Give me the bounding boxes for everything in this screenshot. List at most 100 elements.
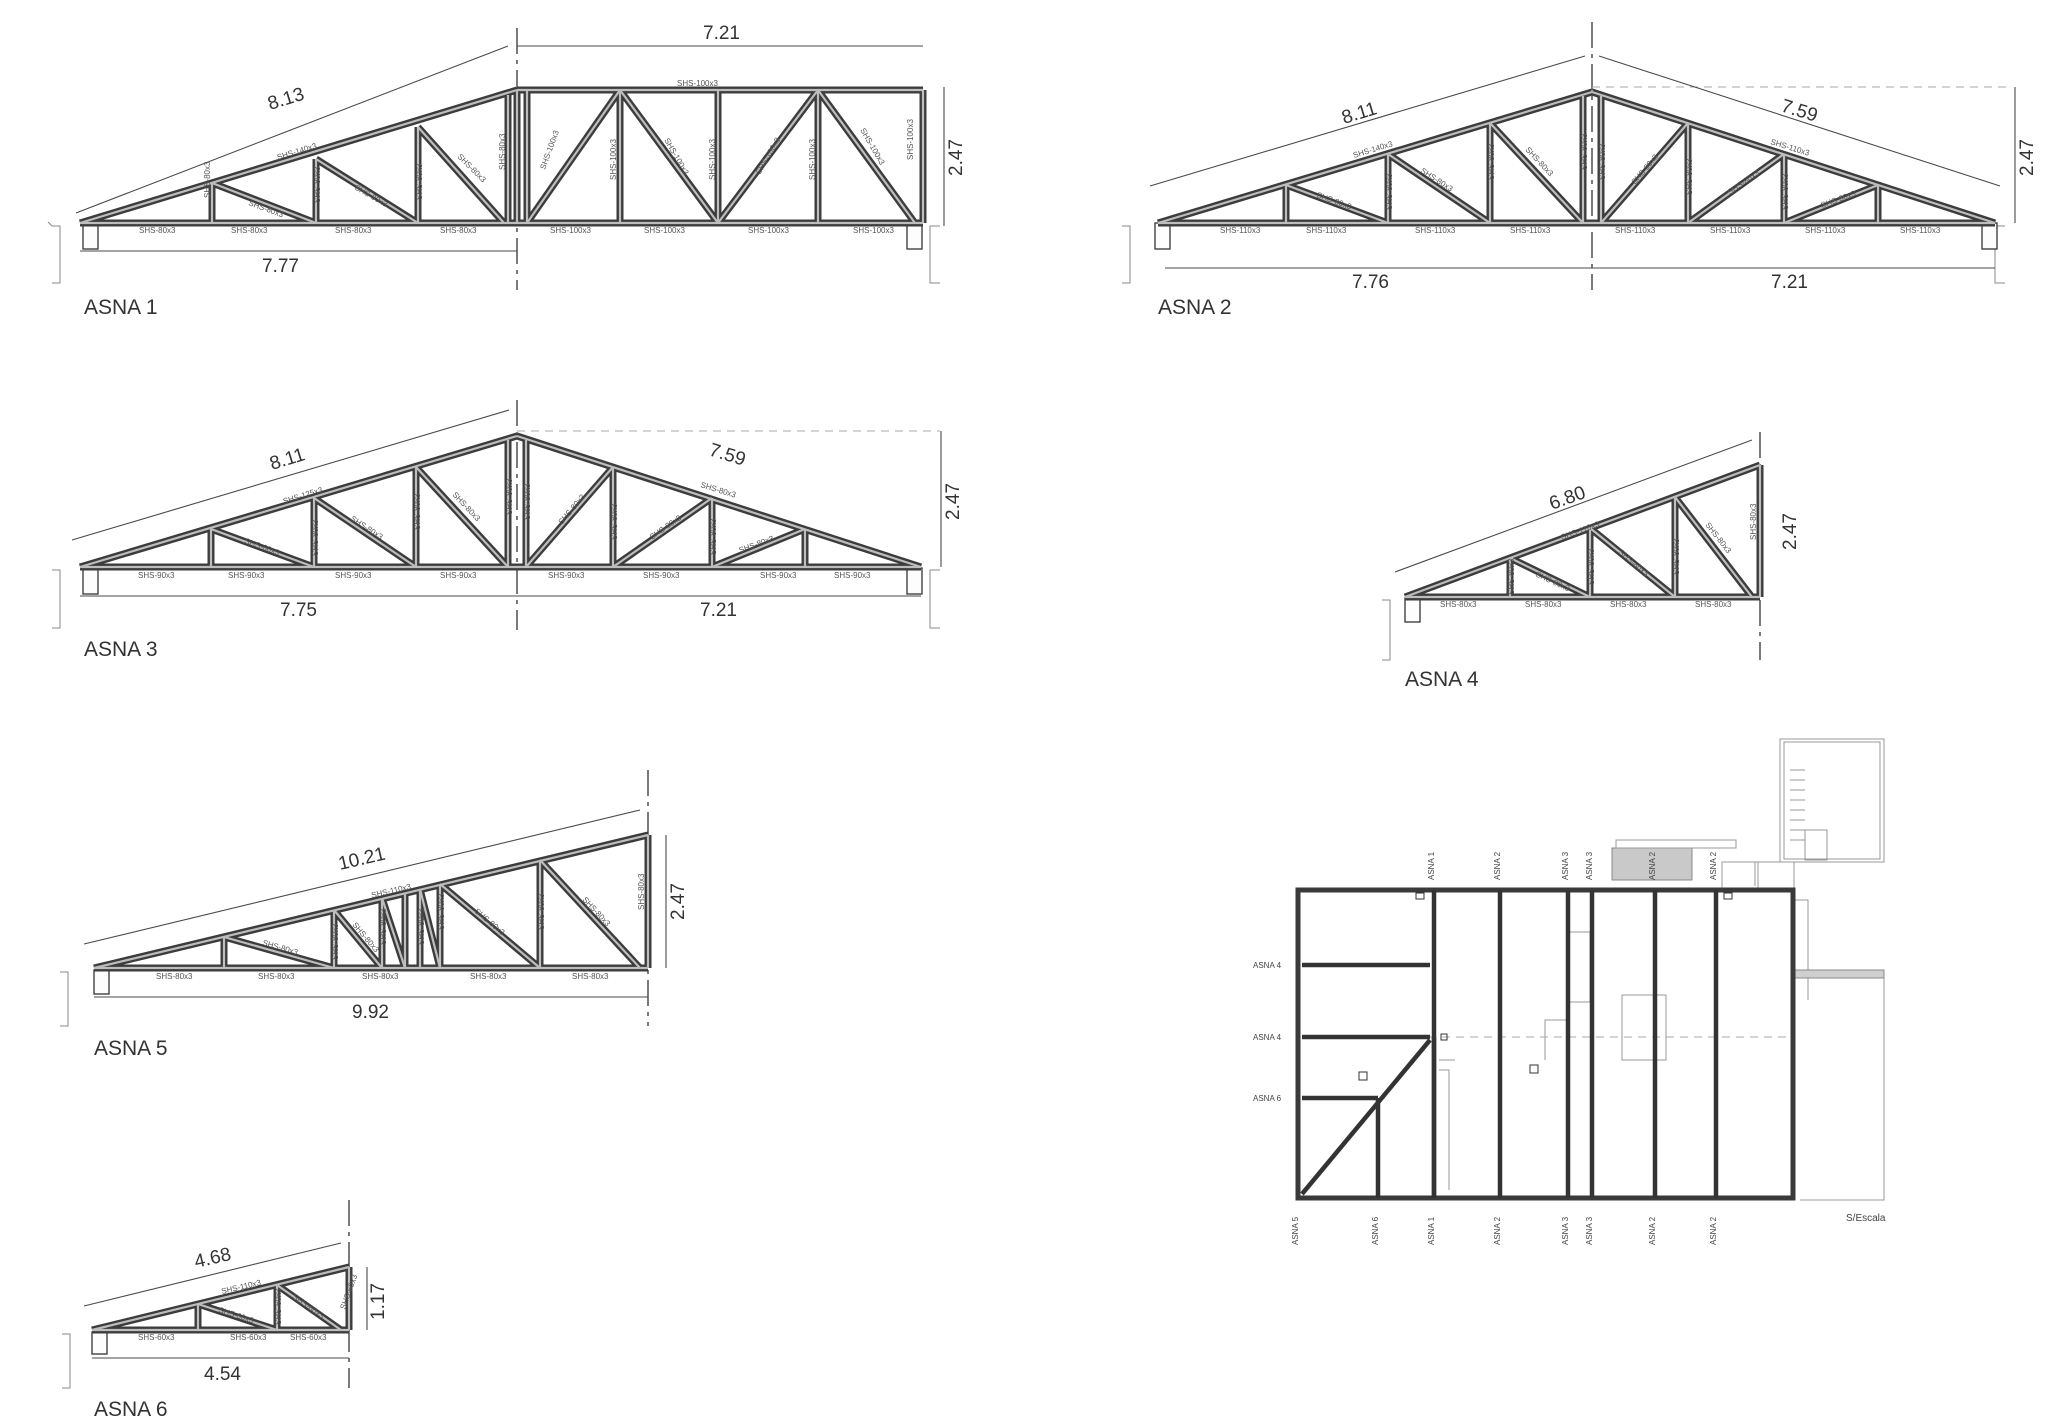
dimension-bottom-right: 7.21 — [1771, 272, 1808, 293]
hatched-roof — [1611, 847, 1693, 881]
section-label-web: SHS-80x3 — [1587, 548, 1596, 585]
section-label-web: SHS-80x3 — [1487, 143, 1496, 180]
dimension-height: 2.47 — [943, 483, 964, 520]
support-left — [47, 221, 99, 284]
section-label-web: SHS-80x3 — [505, 478, 514, 515]
section-label-web: SHS-80x3 — [709, 518, 718, 555]
section-label-web: SHS-100x3 — [808, 139, 817, 180]
truss-title: ASNA 5 — [94, 1037, 168, 1060]
truss-member-highlights — [79, 434, 922, 569]
plan-labels-bottom: ASNA 5 ASNA 6 ASNA 1 ASNA 2 ASNA 3 ASNA … — [1291, 1216, 1718, 1245]
section-label-bottom: SHS-90x3 — [834, 571, 871, 580]
dimension-top-right: 7.21 — [703, 23, 740, 44]
section-label-web: SHS-100x3 — [538, 129, 561, 171]
section-label-bottom: SHS-110x3 — [1805, 226, 1846, 235]
plan-label-asna: ASNA 2 — [1648, 1216, 1657, 1245]
plan-label-asna: ASNA 3 — [1561, 1216, 1570, 1245]
plan-label-asna: ASNA 6 — [1371, 1216, 1380, 1245]
section-label-web: SHS-80x3 — [1726, 168, 1761, 197]
truss-member-highlights — [1404, 463, 1762, 599]
section-label-vertical: SHS-80x3 — [498, 133, 507, 170]
truss-title: ASNA 6 — [94, 1398, 168, 1421]
section-label-bottom: SHS-110x3 — [1710, 226, 1751, 235]
section-label-bottom: SHS-90x3 — [643, 571, 680, 580]
section-label-bottom: SHS-90x3 — [440, 571, 477, 580]
section-label-web: SHS-100x3 — [708, 139, 717, 180]
section-label-bottom: SHS-110x3 — [1306, 226, 1347, 235]
section-label-bottom: SHS-90x3 — [335, 571, 372, 580]
plan-label-asna: ASNA 2 — [1709, 851, 1718, 880]
section-label-bottom: SHS-80x3 — [139, 226, 176, 235]
section-label-bottom: SHS-80x3 — [440, 226, 477, 235]
section-label-web: SHS-80x3 — [637, 873, 646, 910]
plan-label-asna: ASNA 1 — [1427, 1216, 1436, 1245]
truss-title: ASNA 4 — [1405, 668, 1479, 691]
truss-asna-5: 10.21 2.47 9.92 SHS-110x3 SHS-80x3 SHS-8… — [60, 770, 689, 1060]
truss-asna-4: 6.80 2.47 SHS-110x3 SHS-80x3 SHS-80x3 SH… — [1382, 432, 1801, 691]
section-label-web: SHS-80x3 — [311, 519, 320, 556]
dimension-top: 6.80 — [1547, 482, 1589, 514]
section-label-diagonal: SHS-80x3 — [456, 152, 489, 185]
dimension-bottom: 4.54 — [204, 1364, 241, 1385]
dimension-lines — [1149, 55, 2016, 269]
plan-label-asna: ASNA 2 — [1493, 1216, 1502, 1245]
dimension-top-right: 7.59 — [1779, 96, 1821, 127]
section-label-bottom: SHS-80x3 — [335, 226, 372, 235]
plan-label-asna: ASNA 1 — [1427, 851, 1436, 880]
truss-member-highlights — [91, 1265, 351, 1332]
section-label-web: SHS-80x3 — [523, 483, 532, 520]
plan-label-asna: ASNA 2 — [1493, 851, 1502, 880]
section-label-web: SHS-80x3 — [1672, 538, 1681, 575]
section-label-web: SHS-80x3 — [243, 536, 281, 557]
plan-trusses — [1300, 890, 1719, 1198]
plan-label-asna: ASNA 2 — [1709, 1216, 1718, 1245]
section-label-web: SHS-80x3 — [1781, 173, 1790, 210]
section-label-web: SHS-80x3 — [1617, 548, 1651, 579]
dimension-lines — [83, 1242, 368, 1359]
section-label-bottom: SHS-80x3 — [231, 226, 268, 235]
dimension-bottom-left: 7.75 — [280, 600, 317, 621]
truss-asna-1: 8.13 7.21 2.47 7.77 SHS-140x3 SHS-100x3 … — [47, 23, 967, 319]
scale-note: S/Escala — [1846, 1213, 1886, 1224]
hatched-strip — [1792, 969, 1885, 979]
section-label-web: SHS-100x3 — [906, 119, 915, 160]
section-label-web: SHS-80x3 — [437, 893, 446, 930]
section-label-bottom: SHS-90x3 — [548, 571, 585, 580]
support-right — [1981, 222, 2005, 284]
dimension-top: 10.21 — [336, 844, 387, 875]
section-label-bottom: SHS-110x3 — [1615, 226, 1656, 235]
section-label-bottom: SHS-80x3 — [156, 972, 193, 981]
section-label-bottom: SHS-110x3 — [1220, 226, 1261, 235]
section-label-bottom: SHS-80x3 — [1440, 600, 1477, 609]
section-label-top-right: SHS-100x3 — [677, 79, 718, 88]
dimension-bottom-left: 7.77 — [262, 256, 299, 277]
section-label-bottom: SHS-80x3 — [362, 972, 399, 981]
dimension-top-left: 8.13 — [265, 84, 307, 115]
section-label-bottom: SHS-90x3 — [138, 571, 175, 580]
dimension-bottom-right: 7.21 — [700, 600, 737, 621]
plan-label-asna: ASNA 3 — [1585, 851, 1594, 880]
section-label-web: SHS-80x3 — [1685, 158, 1694, 195]
dimension-top-left: 8.11 — [267, 444, 307, 474]
dimension-height: 2.47 — [1780, 513, 1801, 550]
support-left — [52, 567, 99, 629]
section-label-web: SHS-60x3 — [217, 1305, 255, 1325]
plan-labels-left: ASNA 4 ASNA 4 ASNA 6 — [1253, 961, 1282, 1103]
support-right — [906, 567, 940, 629]
section-label-bottom: SHS-60x3 — [290, 1333, 327, 1342]
dimension-lines — [71, 409, 942, 597]
section-label-diagonal: SHS-80x3 — [353, 183, 390, 209]
section-label-web: SHS-80x3 — [648, 513, 683, 542]
dimension-bottom-left: 7.76 — [1352, 272, 1389, 293]
truss-member-highlights — [79, 88, 925, 225]
plan-labels-top: ASNA 1 ASNA 2 ASNA 3 ASNA 3 ASNA 2 ASNA … — [1427, 851, 1718, 880]
plan-label-asna: ASNA 3 — [1585, 1216, 1594, 1245]
section-label-web: SHS-80x3 — [1630, 152, 1661, 186]
section-label-web: SHS-80x3 — [537, 893, 546, 930]
section-label-bottom: SHS-100x3 — [853, 226, 894, 235]
section-label-web: SHS-80x3 — [1385, 173, 1394, 210]
plan-label-asna: ASNA 4 — [1253, 1033, 1282, 1042]
section-label-web: SHS-80x3 — [557, 492, 588, 526]
support-left — [62, 1331, 108, 1389]
dimension-height: 1.17 — [368, 1283, 389, 1320]
